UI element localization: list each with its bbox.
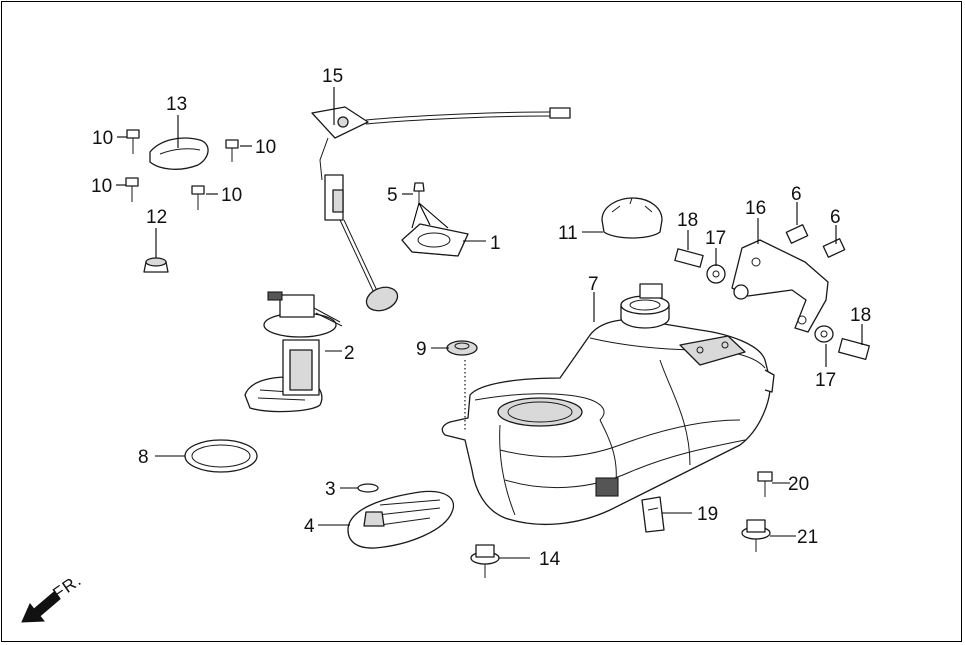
callout-2: 2: [344, 343, 355, 364]
callout-10-d: 10: [221, 185, 242, 206]
callout-14: 14: [539, 549, 561, 570]
leader-lines: [116, 87, 863, 559]
callout-19: 19: [697, 504, 718, 525]
callout-16: 16: [745, 198, 766, 219]
o-ring-3: [357, 483, 379, 493]
nut-12: [143, 257, 169, 273]
callout-6-a: 6: [791, 184, 802, 205]
callout-18-a: 18: [677, 210, 698, 231]
callout-18-b: 18: [850, 305, 871, 326]
arrow-down-left-icon: [21, 591, 61, 623]
bracket-13: [149, 137, 209, 170]
callout-21: 21: [797, 527, 818, 548]
callout-12: 12: [146, 207, 167, 228]
callout-5: 5: [387, 185, 398, 206]
fuel-level-sender: [311, 106, 571, 312]
bolt-10-a: [126, 129, 140, 154]
callout-1: 1: [490, 233, 501, 254]
screw-5: [411, 182, 449, 229]
fuel-pump: [244, 291, 343, 413]
bolt-18-b: [838, 337, 870, 361]
sender-mount-plate: [401, 223, 469, 257]
bolt-6-b: [822, 238, 846, 258]
washer-17-a: [706, 264, 726, 284]
bolt-10-c: [125, 177, 139, 202]
callout-10-c: 10: [91, 176, 112, 197]
callout-labels: 1 2 3 4 5 6 6 7 8 9 10 10 10 10 11 12 13…: [91, 66, 871, 570]
fuel-cap-11: [601, 197, 663, 239]
bracket-16: [731, 239, 829, 333]
callout-17-b: 17: [815, 370, 836, 391]
callout-10-a: 10: [92, 128, 113, 149]
callout-10-b: 10: [255, 137, 276, 158]
callout-17-a: 17: [705, 228, 726, 249]
callout-20: 20: [788, 474, 809, 495]
fuel-tank: [441, 283, 775, 526]
front-direction-indicator: FR.: [21, 570, 85, 623]
callout-3: 3: [325, 479, 336, 500]
bolt-10-d: [191, 185, 205, 210]
callout-6-b: 6: [830, 207, 841, 228]
bolt-6-a: [785, 224, 809, 244]
callout-13: 13: [166, 94, 187, 115]
bolt-14: [470, 544, 500, 578]
callout-15: 15: [322, 66, 343, 87]
callout-9: 9: [416, 339, 427, 360]
washer-17-b: [814, 325, 834, 343]
bolt-20: [757, 471, 773, 497]
clip-19: [641, 496, 665, 533]
callout-11: 11: [558, 223, 578, 244]
gasket-ring-8: [184, 439, 258, 473]
callout-4: 4: [304, 516, 315, 537]
grommet-9: [446, 340, 478, 356]
cover-plate-4: [347, 490, 455, 549]
bolt-21: [741, 519, 771, 552]
bolt-18-a: [674, 248, 704, 268]
bolt-10-b: [225, 139, 239, 162]
callout-7: 7: [588, 274, 599, 295]
callout-8: 8: [138, 447, 149, 468]
